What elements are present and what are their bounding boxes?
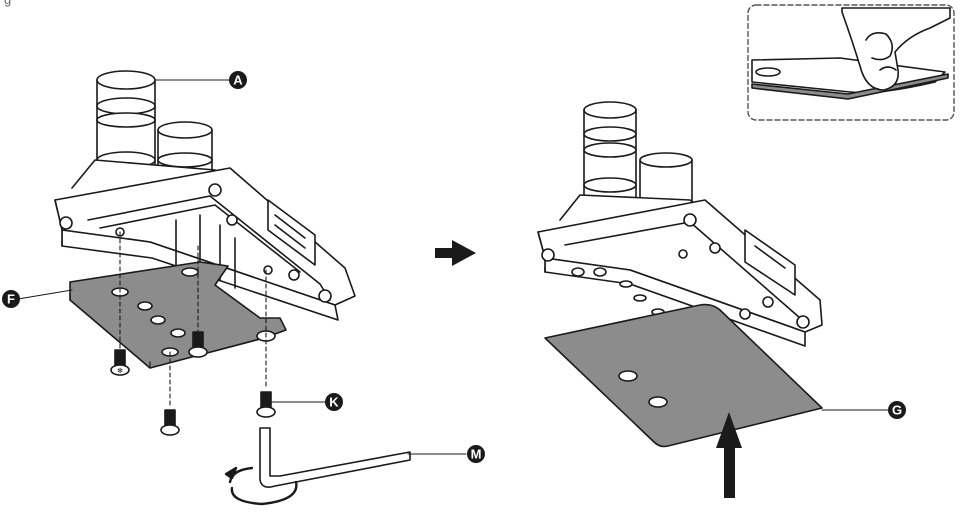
- right-arrow-icon: [435, 240, 476, 266]
- callout-a-label: A: [233, 73, 243, 88]
- screw-2: [188, 331, 208, 358]
- page-header-fragment: g: [4, 0, 11, 7]
- up-arrow-icon: [716, 412, 742, 498]
- callout-m: M: [467, 445, 485, 463]
- right-block-assembly: [537, 101, 889, 498]
- screw-3: [160, 409, 180, 436]
- callout-k: K: [325, 393, 343, 411]
- left-guide-lines: [119, 231, 267, 409]
- hand-illustration: [841, 7, 951, 91]
- callout-g: G: [888, 401, 906, 419]
- callout-k-label: K: [329, 395, 339, 410]
- rotate-icon: [224, 466, 298, 506]
- callout-a: A: [229, 71, 247, 89]
- callout-g-label: G: [892, 403, 902, 418]
- left-leader-lines: [17, 79, 467, 455]
- left-block-assembly: ✻: [17, 70, 467, 506]
- plate-f-holes: [111, 267, 276, 357]
- screw-1: ✻: [110, 349, 130, 376]
- callout-m-label: M: [471, 447, 482, 462]
- svg-text:✻: ✻: [117, 367, 123, 375]
- plate-g: [544, 303, 823, 448]
- inset-detail: [747, 4, 955, 121]
- right-block-body: [537, 199, 823, 347]
- left-block-body: [54, 167, 356, 321]
- callout-f-label: F: [7, 292, 15, 307]
- right-fitting-large: [583, 101, 637, 201]
- plate-g-holes: [618, 370, 668, 408]
- screw-4: [256, 391, 276, 418]
- hex-key-m: [259, 427, 411, 488]
- callout-f: F: [2, 290, 20, 308]
